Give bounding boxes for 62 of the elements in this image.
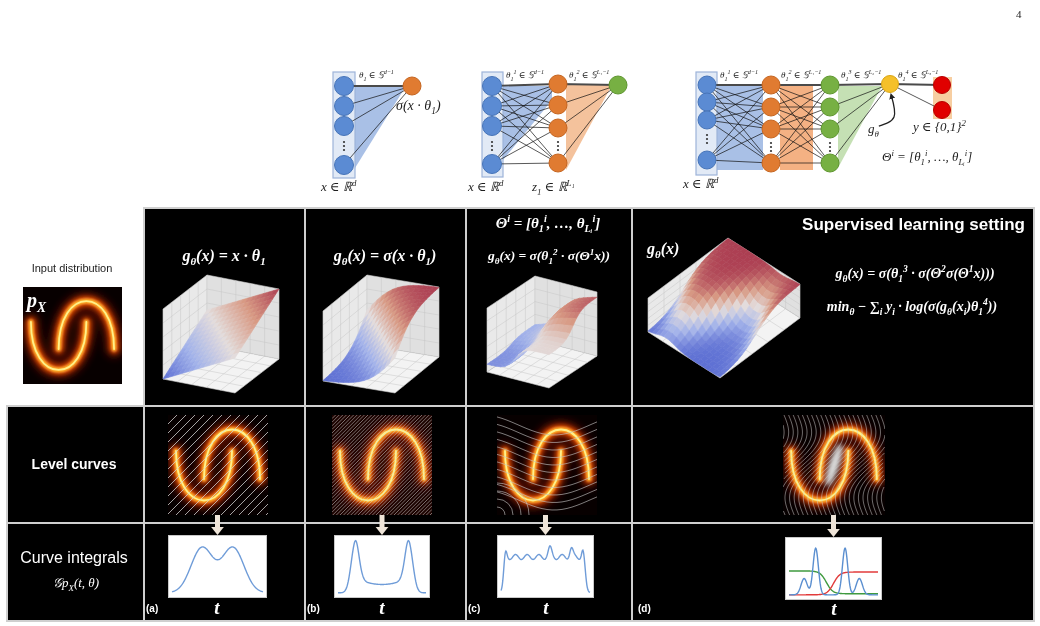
arrow xyxy=(375,515,389,535)
axis-label: t xyxy=(543,598,549,618)
math-label: z$_{1}$ ∈ ℝ$^{L₁}$ xyxy=(532,180,575,195)
panel xyxy=(465,522,633,622)
level-curve-plot xyxy=(783,415,885,515)
line-plot xyxy=(334,535,430,598)
level-curve-plot xyxy=(168,415,268,515)
formula: g$_{θ}$(x) = x · θ$_{1}$ xyxy=(182,247,266,266)
math-label: σ(x · θ$_{1}$) xyxy=(396,98,441,115)
line-plot xyxy=(168,535,267,598)
panel-letter: (d) xyxy=(638,603,651,615)
row-label: Curve integrals xyxy=(20,549,128,568)
formula: g$_{θ}$(x) = σ(θ$_{1}$$^{2}$ · σ(Θ$^{1}$x)) xyxy=(487,248,611,264)
axis-label: t xyxy=(214,598,220,618)
panel xyxy=(143,207,306,407)
formula: min$_{θ}$ − ∑$_{i}$ y$_{i}$ · log(σ(g$_{θ}$(x$_{i}$)θ$_{1}$$^{4}$)) xyxy=(826,299,998,316)
math-label: x ∈ ℝ$^{d}$ xyxy=(683,177,719,192)
curved-arrow xyxy=(878,93,896,127)
math-label: Θ$^{i}$ = [θ$_{1}$$^{i}$, …, θ$_{Lᵢ}$$^{i}$] xyxy=(882,150,973,165)
line-plot xyxy=(785,537,882,600)
panel-letter: (a) xyxy=(146,603,159,615)
math-label: g$_{θ}$ xyxy=(868,122,879,137)
formula: g$_{θ}$(x) = σ(θ$_{1}$$^{3}$ · σ(Θ$^{2}$σ(Θ$^{1}$x))) xyxy=(835,266,995,283)
panel xyxy=(631,405,1035,524)
level-curve-plot xyxy=(332,415,432,515)
math-label: θ$_{1}$$^{4}$ ∈ 𝕊$^{L₃−1}$ xyxy=(898,70,939,81)
axis-label: t xyxy=(379,598,385,618)
neuron-circle xyxy=(881,75,899,93)
arrow xyxy=(210,515,225,535)
panel xyxy=(143,405,306,524)
line-plot xyxy=(497,535,594,598)
panel xyxy=(304,405,467,524)
formula: Θ$^{i}$ = [θ$_{1}$$^{i}$, …, θ$_{Lᵢ}$$^{i}$] xyxy=(495,215,601,233)
panel-letter: (b) xyxy=(307,603,320,615)
arrow xyxy=(538,515,553,535)
panel xyxy=(304,522,467,622)
row-label: Level curves xyxy=(31,456,117,473)
panel xyxy=(6,522,145,622)
panel xyxy=(631,207,1035,407)
panel xyxy=(143,522,306,622)
page-number: 4 xyxy=(1016,8,1022,21)
panel-heading: Supervised learning setting xyxy=(802,215,1025,235)
math-label: y ∈ {0,1}$^{2}$ xyxy=(913,120,966,135)
math-label: θ$_{1}$$^{1}$ ∈ 𝕊$^{d−1}$ xyxy=(720,70,758,81)
panel xyxy=(465,405,633,524)
axis-label: t xyxy=(831,599,837,619)
math-label: p$_{X}$ xyxy=(27,289,47,312)
formula: g$_{θ}$(x) = σ(x · θ$_{1}$) xyxy=(333,247,437,266)
math-label: θ$_{1}$$^{3}$ ∈ 𝕊$^{L₂−1}$ xyxy=(841,70,882,81)
panel-heading: Input distribution xyxy=(31,262,113,275)
panel xyxy=(304,207,467,407)
formula: g$_{θ}$(x) xyxy=(647,240,680,259)
math-label: x ∈ ℝ$^{d}$ xyxy=(468,180,504,195)
math-label: θ$_{1}$$^{2}$ ∈ 𝕊$^{L₁−1}$ xyxy=(781,70,822,81)
panel-letter: (c) xyxy=(468,603,481,615)
math-label: x ∈ ℝ$^{d}$ xyxy=(321,180,357,195)
panel xyxy=(6,405,145,524)
arrow xyxy=(826,515,841,537)
level-curve-plot xyxy=(497,415,597,515)
math-label: θ$_{1}$ ∈ 𝕊$^{d−1}$ xyxy=(359,70,394,81)
formula: 𝒢p$_{X}$(t, θ) xyxy=(52,576,100,591)
panel xyxy=(631,522,1035,622)
